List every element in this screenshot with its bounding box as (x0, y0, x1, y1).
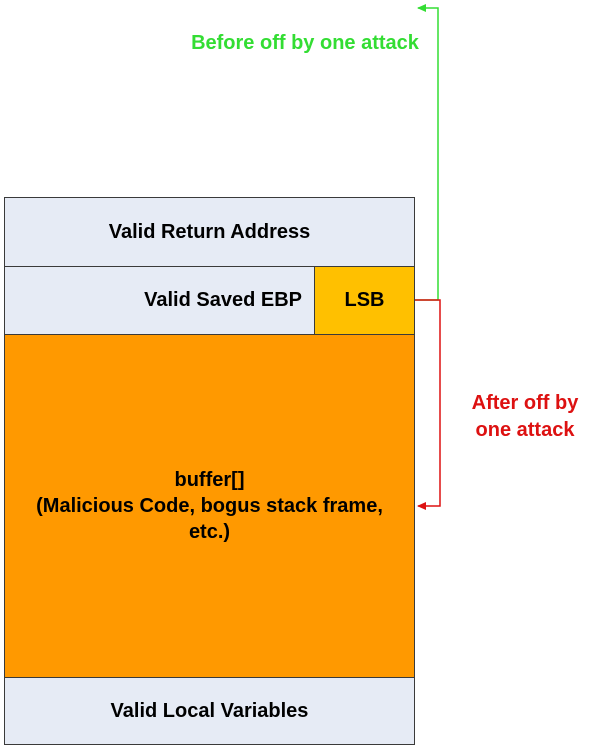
before-attack-arrow (415, 4, 439, 301)
buffer-description-line1: (Malicious Code, bogus stack frame, (36, 495, 383, 517)
after-attack-label: After off by one attack (455, 390, 595, 444)
before-attack-label: Before off by one attack (191, 32, 419, 54)
local-variables-label: Valid Local Variables (110, 699, 309, 722)
after-attack-arrow (415, 299, 441, 510)
saved-ebp-label: Valid Saved EBP (144, 289, 302, 311)
lsb-label: LSB (344, 289, 385, 311)
buffer-description-line2: etc.) (188, 521, 231, 543)
after-attack-label-line2: one attack (475, 419, 575, 441)
saved-ebp-cell: Valid Saved EBP (5, 267, 314, 335)
return-address-cell: Valid Return Address (5, 198, 414, 267)
buffer-cell: buffer[] (Malicious Code, bogus stack fr… (5, 335, 414, 678)
lsb-cell: LSB (314, 267, 414, 335)
local-variables-cell: Valid Local Variables (5, 678, 414, 744)
buffer-label: buffer[] (174, 469, 245, 491)
stack-frame: Valid Return Address Valid Saved EBP LSB… (4, 197, 415, 745)
return-address-label: Valid Return Address (108, 220, 311, 243)
after-attack-label-line1: After off by (471, 392, 579, 414)
